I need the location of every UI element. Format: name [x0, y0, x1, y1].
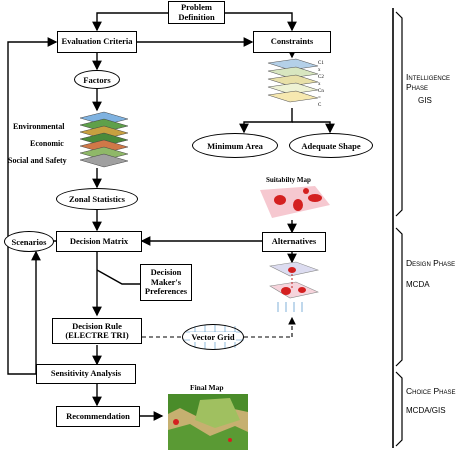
design-phase-title: Design Phase — [406, 258, 456, 268]
suitability-map-image — [260, 186, 330, 218]
intelligence-phase-sub: GIS — [418, 96, 432, 105]
decision-rule-box: Decision Rule (ELECTRE TRI) — [52, 318, 142, 344]
alternatives-label: Alternatives — [271, 236, 317, 247]
adequate-shape-oval: Adequate Shape — [289, 133, 373, 158]
recommendation-label: Recommendation — [66, 410, 130, 421]
choice-phase-title: Choice Phase — [406, 386, 456, 396]
preferences-box: Decision Maker's Preferences — [140, 264, 192, 301]
intelligence-phase-title: Intelligence Phase — [406, 72, 451, 92]
decision-matrix-label: Decision Matrix — [69, 235, 129, 246]
design-phase-label: Design Phase MCDA — [406, 258, 474, 289]
constraints-box: Constraints — [253, 31, 331, 53]
constraints-label: Constraints — [270, 36, 314, 47]
choice-phase-sub: MCDA/GIS — [406, 406, 446, 415]
evaluation-criteria-box: Evaluation Criteria — [57, 31, 137, 53]
factors-oval: Factors — [74, 70, 120, 89]
decision-rule-label: Decision Rule (ELECTRE TRI) — [65, 320, 129, 340]
vector-grid-label: Vector Grid — [190, 332, 236, 342]
intelligence-phase-label: Intelligence Phase GIS — [406, 72, 474, 105]
constraint-label-1: C1 — [318, 61, 324, 66]
evaluation-criteria-label: Evaluation Criteria — [61, 36, 133, 47]
constraint-label-2: x — [318, 68, 321, 73]
decision-matrix-box: Decision Matrix — [56, 231, 142, 252]
suitability-map-title: Suitabilty Map — [266, 176, 311, 184]
constraint-label-3: C2 — [318, 75, 324, 80]
adequate-shape-label: Adequate Shape — [301, 140, 361, 151]
constraint-label-4: x — [318, 82, 321, 87]
design-phase-sub: MCDA — [406, 280, 430, 289]
sensitivity-analysis-label: Sensitivity Analysis — [50, 368, 122, 379]
minimum-area-label: Minimum Area — [207, 140, 263, 151]
factors-label: Factors — [83, 74, 111, 85]
economic-label: Economic — [30, 139, 64, 148]
alternatives-map-image — [269, 261, 320, 312]
alternatives-box: Alternatives — [262, 232, 326, 252]
final-map-title: Final Map — [190, 383, 224, 392]
choice-phase-label: Choice Phase MCDA/GIS — [406, 386, 474, 415]
preferences-label: Decision Maker's Preferences — [144, 267, 188, 297]
social-safety-label: Social and Safety — [8, 156, 67, 165]
zonal-statistics-oval: Zonal Statistics — [56, 188, 138, 210]
constraint-c-labels: C1 x C2 x Cn = C — [318, 60, 326, 109]
scenarios-oval: Scenarios — [4, 231, 54, 252]
constraint-label-5: Cn — [318, 89, 324, 94]
final-map-image — [168, 394, 248, 450]
scenarios-label: Scenarios — [11, 236, 47, 247]
problem-definition-box: Problem Definition — [168, 1, 225, 24]
constraint-label-7: C — [318, 103, 322, 108]
constraint-label-6: = — [318, 96, 321, 101]
problem-definition-label: Problem Definition — [178, 2, 215, 22]
factor-stack-image — [79, 111, 129, 168]
constraint-stack-image — [267, 58, 319, 103]
environmental-label: Environmental — [13, 122, 65, 131]
zonal-statistics-label: Zonal Statistics — [69, 194, 125, 204]
vector-grid-oval: Vector Grid — [182, 324, 244, 350]
minimum-area-oval: Minimum Area — [192, 133, 278, 158]
sensitivity-analysis-box: Sensitivity Analysis — [36, 364, 136, 384]
recommendation-box: Recommendation — [56, 406, 140, 427]
